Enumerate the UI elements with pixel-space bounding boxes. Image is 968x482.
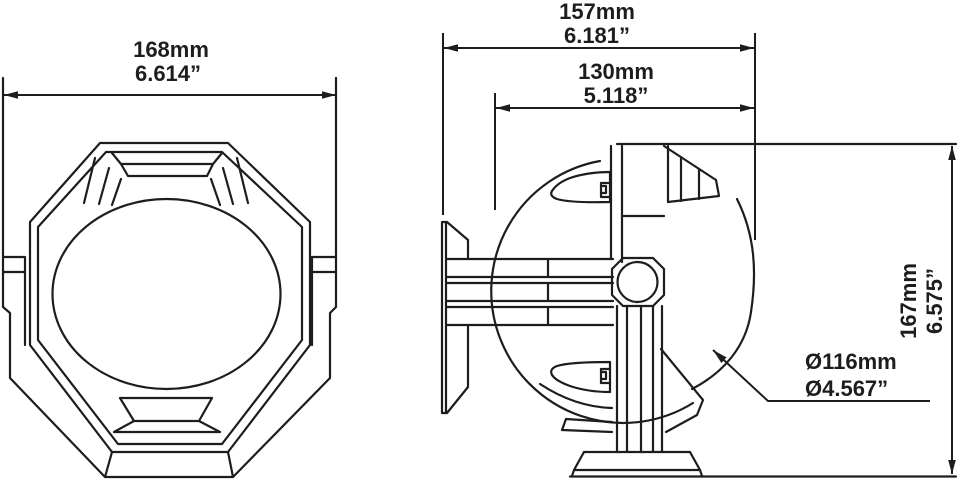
front-top-bezel-steps — [82, 151, 250, 207]
lens-diameter-imperial-label: Ø4.567” — [805, 376, 888, 401]
arrowhead-top — [948, 146, 956, 160]
arrowhead-right — [740, 104, 754, 112]
dimension-annotations: 168mm 6.614” 157mm 6.181” 130mm 5.118” 1… — [4, 0, 956, 474]
mount-depth-imperial-label: 6.181” — [564, 23, 630, 48]
dimension-lens-diameter: Ø116mm Ø4.567” — [712, 349, 930, 402]
side-bottom-pod-arc — [538, 382, 614, 410]
front-bracket-pad — [103, 450, 235, 479]
side-top-pod — [550, 170, 612, 204]
body-depth-imperial-label: 5.118” — [584, 83, 649, 108]
front-lens-circle — [51, 197, 282, 391]
side-housing-chin — [659, 347, 705, 434]
side-wall-plate — [440, 220, 470, 415]
side-pivot-knob-circle — [616, 260, 659, 304]
arrowhead-left — [4, 91, 18, 99]
arrowhead-bottom — [948, 460, 956, 474]
arrowhead-left — [444, 44, 458, 52]
side-housing-circle — [490, 159, 695, 425]
body-depth-metric-label: 130mm — [578, 59, 654, 84]
arrowhead-leader — [713, 350, 727, 363]
side-lens-dome-arc — [690, 197, 756, 391]
side-arm-rails — [445, 257, 615, 327]
side-view-drawing — [440, 142, 958, 478]
side-bottom-pod — [550, 360, 612, 394]
front-bracket-right — [231, 76, 338, 479]
arrowhead-right — [740, 44, 754, 52]
dimension-overall-height: 167mm 6.575” — [896, 146, 956, 474]
side-pivot-knob-octagon — [610, 256, 666, 308]
arrowhead-left — [496, 104, 510, 112]
mount-depth-metric-label: 157mm — [559, 0, 635, 24]
overall-height-imperial-label: 6.575” — [922, 268, 947, 334]
front-view-drawing — [1, 76, 338, 479]
dimension-front-width: 168mm 6.614” — [4, 37, 336, 99]
side-bracket-strap — [609, 144, 666, 264]
dimension-body-depth: 130mm 5.118” — [496, 59, 754, 112]
front-width-metric-label: 168mm — [133, 37, 209, 62]
overall-height-metric-label: 167mm — [896, 263, 921, 339]
front-pivot-tab-left — [1, 255, 27, 347]
lens-diameter-metric-label: Ø116mm — [805, 349, 897, 374]
side-base-plate — [570, 450, 704, 478]
side-pedestal-post — [615, 304, 664, 454]
front-inner-octagon — [36, 150, 304, 446]
side-bezel-cone — [662, 144, 721, 204]
front-bottom-collar — [112, 396, 222, 434]
front-bracket-left — [1, 76, 107, 479]
front-pivot-tab-right — [310, 255, 338, 347]
side-housing-foot — [560, 417, 614, 434]
front-width-imperial-label: 6.614” — [135, 61, 201, 86]
arrowhead-right — [322, 91, 336, 99]
dimension-mount-depth: 157mm 6.181” — [444, 0, 754, 52]
leader-line — [712, 349, 930, 402]
